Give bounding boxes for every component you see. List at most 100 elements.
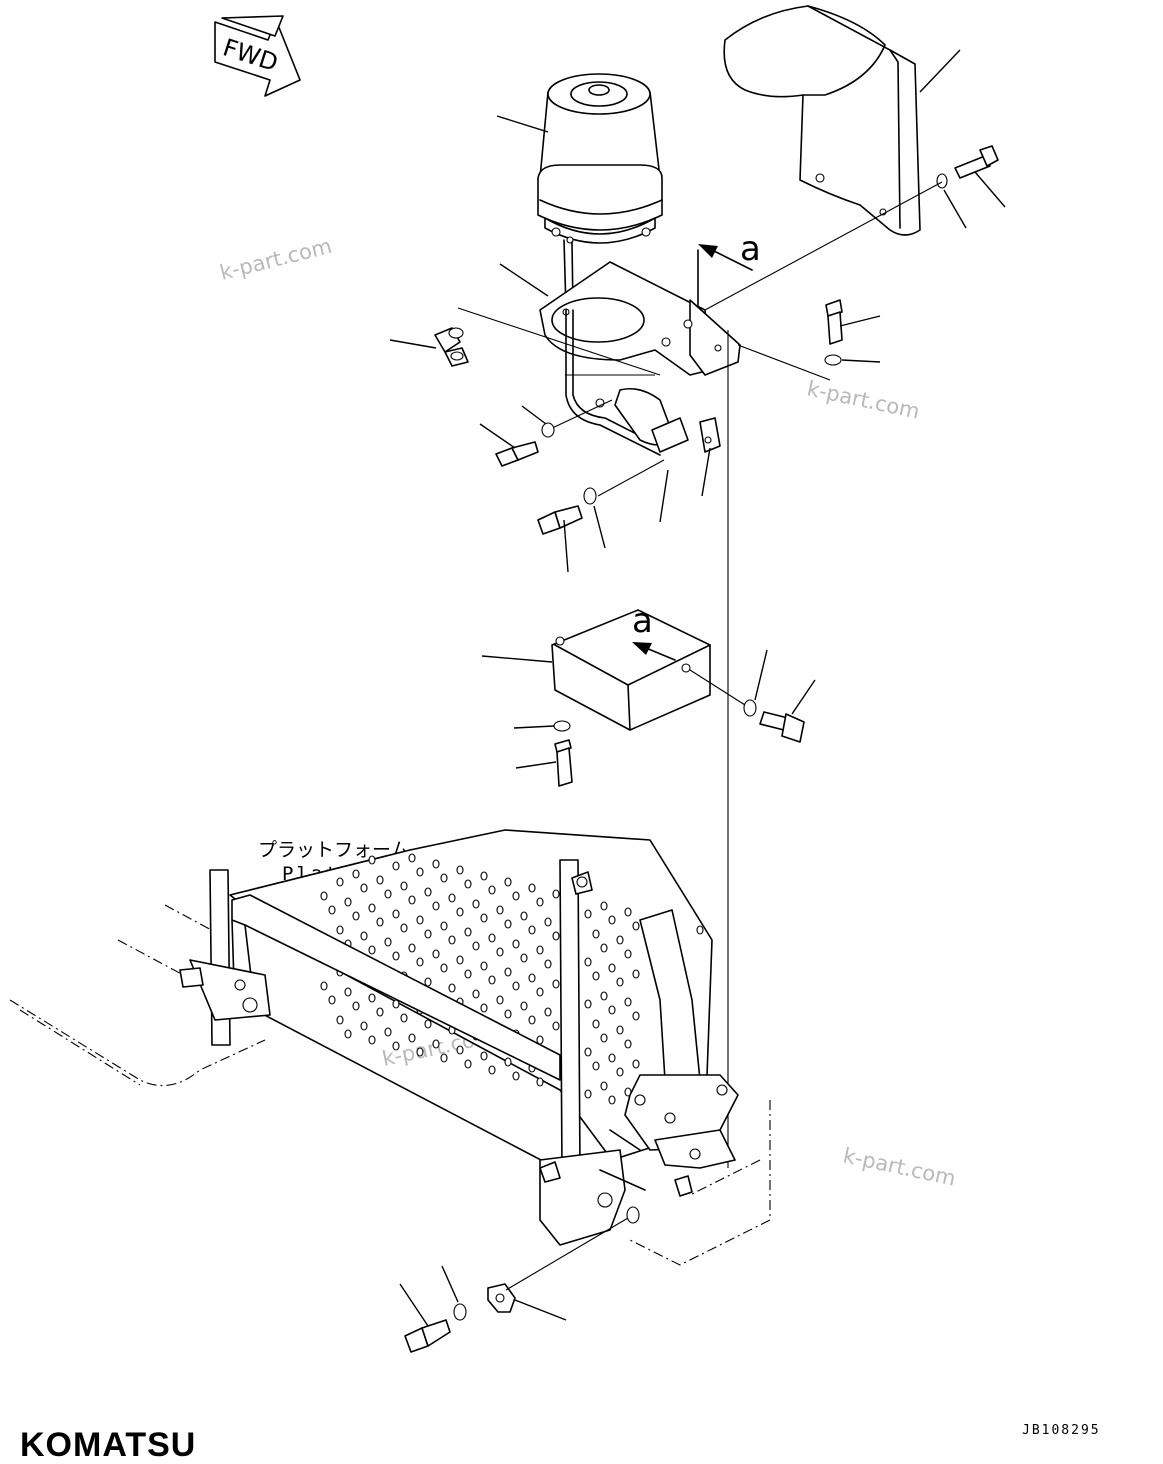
grate-hole (496, 947, 504, 957)
grate-hole (424, 929, 432, 939)
grate-hole (472, 941, 480, 951)
grate-hole (344, 987, 352, 997)
grate-hole (544, 959, 552, 969)
grate-hole (448, 893, 456, 903)
grate-hole (520, 911, 528, 921)
grate-hole (408, 1033, 416, 1043)
support-column (599, 909, 739, 1197)
grate-hole (480, 871, 488, 881)
grate-hole (328, 905, 336, 915)
grate-hole (592, 1019, 600, 1029)
grate-hole (584, 1047, 592, 1057)
grate-hole (416, 1047, 424, 1057)
grate-hole (400, 923, 408, 933)
grate-hole (584, 1089, 592, 1099)
grate-hole (360, 883, 368, 893)
lamp-mount-bracket (539, 249, 741, 376)
grate-hole (608, 1095, 616, 1105)
grate-hole (616, 1025, 624, 1035)
grate-hole (480, 1003, 488, 1013)
view-label-upper: a (740, 229, 761, 269)
grate-hole (536, 897, 544, 907)
grate-hole (528, 925, 536, 935)
grate-hole (488, 1065, 496, 1075)
grate-hole (552, 1021, 560, 1031)
view-label-lower: a (632, 601, 653, 641)
grate-hole (616, 977, 624, 987)
bolt-top-right (936, 145, 999, 189)
grate-hole (424, 1019, 432, 1029)
grate-hole (600, 943, 608, 953)
grate-hole (344, 1029, 352, 1039)
watermark-1: k-part.com (217, 234, 334, 285)
grate-hole (472, 899, 480, 909)
grate-hole (600, 1033, 608, 1043)
grate-hole (368, 1035, 376, 1045)
grate-hole (360, 1021, 368, 1031)
grate-hole (624, 907, 632, 917)
grate-hole (496, 995, 504, 1005)
grate-hole (408, 943, 416, 953)
beacon-harness (565, 309, 721, 456)
grate-hole (544, 917, 552, 927)
grate-hole (616, 1067, 624, 1077)
grate-hole (384, 1027, 392, 1037)
grate-hole (624, 997, 632, 1007)
grate-hole (360, 931, 368, 941)
grate-hole (440, 963, 448, 973)
bolt-left-1 (495, 422, 555, 467)
grate-hole (456, 955, 464, 965)
grate-hole (552, 931, 560, 941)
bolt-bottom-left (404, 1303, 467, 1353)
grate-hole (416, 915, 424, 925)
grate-hole (368, 993, 376, 1003)
grate-hole (464, 1059, 472, 1069)
grate-hole (632, 921, 640, 931)
grate-hole (432, 901, 440, 911)
grate-hole (336, 877, 344, 887)
grate-hole (584, 909, 592, 919)
grate-hole (464, 927, 472, 937)
grate-hole (592, 1061, 600, 1071)
grate-hole (520, 1001, 528, 1011)
grate-hole (456, 1045, 464, 1055)
grate-hole (608, 915, 616, 925)
grate-hole (400, 1013, 408, 1023)
bottom-clip (487, 1283, 516, 1313)
grate-hole (352, 911, 360, 921)
grate-hole (536, 945, 544, 955)
grate-hole (552, 979, 560, 989)
grate-hole (488, 975, 496, 985)
grate-hole (632, 1059, 640, 1069)
drawing-code: JB108295 (1022, 1423, 1101, 1438)
grate-hole (408, 853, 416, 863)
grate-hole (536, 987, 544, 997)
dashed-outline (9, 999, 266, 1087)
washer-bolt-lower-left (553, 720, 573, 787)
grate-hole (600, 1081, 608, 1091)
grate-hole (440, 873, 448, 883)
grate-hole (592, 929, 600, 939)
bolt-right-lower (743, 699, 805, 743)
grate-hole (392, 909, 400, 919)
grate-hole (696, 925, 704, 935)
grate-hole (464, 969, 472, 979)
grate-hole (600, 991, 608, 1001)
grate-hole (504, 919, 512, 929)
grate-hole (504, 967, 512, 977)
view-arrow-lower: a (632, 601, 676, 661)
grate-hole (480, 913, 488, 923)
grate-hole (376, 1007, 384, 1017)
grate-hole (496, 905, 504, 915)
grate-hole (608, 1005, 616, 1015)
grate-hole (320, 891, 328, 901)
bolt-left-2 (537, 487, 597, 535)
grate-hole (336, 1015, 344, 1025)
lamp-guard-cover (723, 5, 921, 236)
grate-hole (512, 981, 520, 991)
grate-hole (520, 953, 528, 963)
grate-hole (608, 1053, 616, 1063)
watermark-2: k-part.com (805, 376, 922, 423)
grate-hole (632, 969, 640, 979)
grate-hole (320, 981, 328, 991)
